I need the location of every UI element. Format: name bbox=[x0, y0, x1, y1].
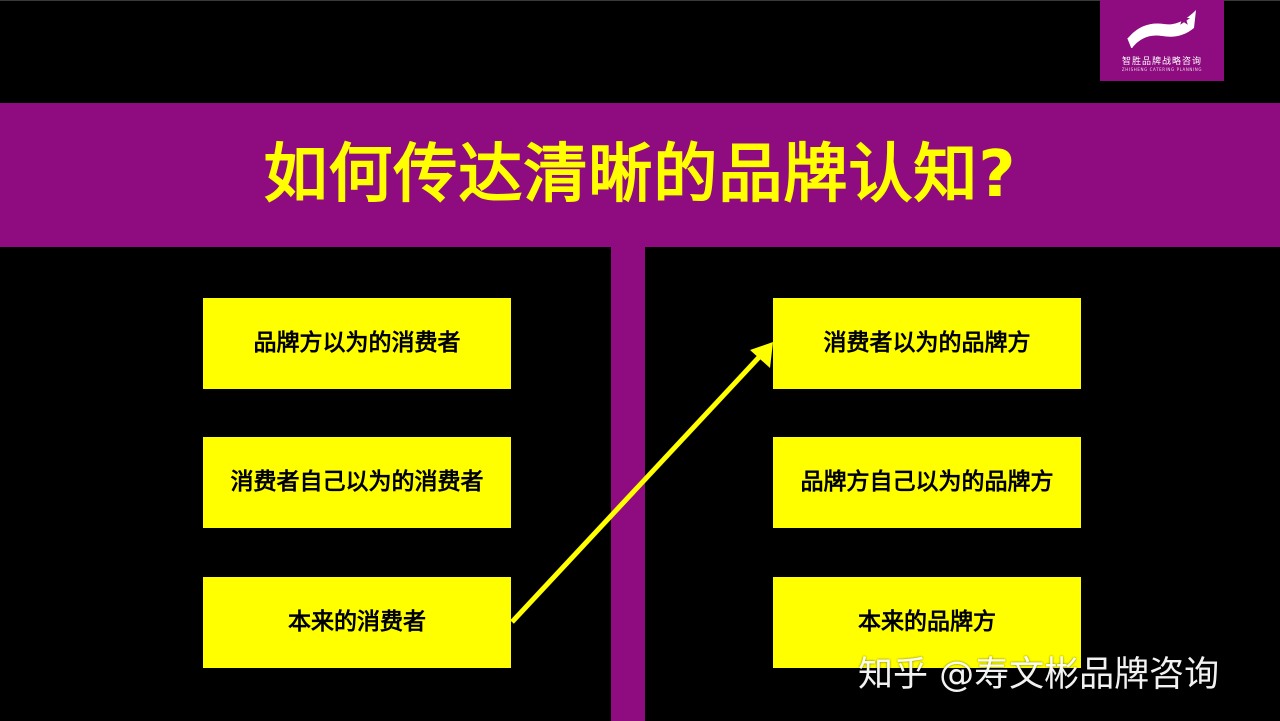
watermark-text: 知乎 @寿文彬品牌咨询 bbox=[858, 655, 1220, 695]
brand-logo: 智胜品牌战略咨询 ZHISHENG CATERING PLANNING bbox=[1100, 0, 1224, 81]
logo-chinese-name: 智胜品牌战略咨询 bbox=[1121, 57, 1202, 67]
top-border-line bbox=[0, 0, 1280, 1]
right-box-consumer-thinks-brand: 消费者以为的品牌方 bbox=[773, 298, 1081, 389]
left-box-brand-thinks-consumer: 品牌方以为的消费者 bbox=[203, 298, 511, 389]
slide-title: 如何传达清晰的品牌认知? bbox=[263, 138, 1017, 212]
right-box-brand-thinks-self: 品牌方自己以为的品牌方 bbox=[773, 437, 1081, 528]
right-box-actual-brand: 本来的品牌方 bbox=[773, 577, 1081, 668]
left-box-consumer-thinks-self: 消费者自己以为的消费者 bbox=[203, 437, 511, 528]
flag-icon bbox=[1127, 10, 1196, 48]
title-band bbox=[0, 103, 1280, 247]
vertical-divider bbox=[611, 247, 645, 721]
logo-english-name: ZHISHENG CATERING PLANNING bbox=[1121, 67, 1203, 72]
left-box-actual-consumer: 本来的消费者 bbox=[203, 577, 511, 668]
